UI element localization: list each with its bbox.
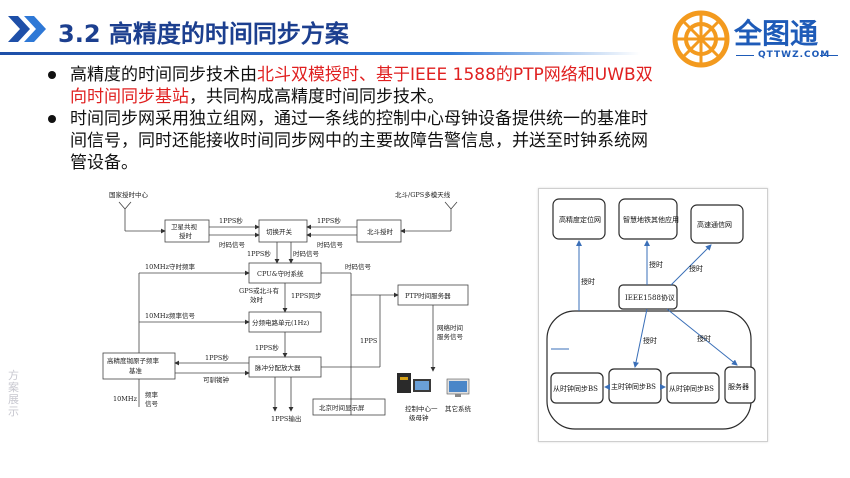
lbl-1pps-d: 1PPS秒 [255,343,279,352]
lbl-1pps-out: 1PPS输出 [271,414,301,423]
switch-box [258,219,308,243]
label-bd-recv: 北斗授时 [367,227,394,236]
box-server [724,366,756,404]
ieee1588-diagram: 高精度定位网 智慧地铁其他应用 高速通信网 IEEE1588协议 从时钟同步BS… [546,198,756,430]
header-divider [0,52,640,55]
logo-domain: QTTWZ.COM [758,50,831,60]
bullet-text-1c: ，共同构成高精度时间同步技术。 [189,87,444,107]
lbl-1pps-sync: 1PPS同步 [291,292,322,300]
box-precise [552,198,606,240]
lbl-freq-1: 频率 [145,390,159,399]
logo-name: 全图通 [734,17,819,50]
lbl-box-server: 服务器 [728,382,749,391]
lbl-1pps-b: 1PPS秒 [317,216,341,225]
label-other: 其它系统 [445,404,472,413]
lbl-time-a: 时码信号 [219,240,246,249]
bullet-item: 时间同步网采用独立组网，通过一条线的控制中心母钟设备提供统一的基准时间信号，同时… [40,108,660,174]
globe-icon [672,10,730,68]
label-center-2: 级母钟 [409,413,429,422]
box-smart [618,198,678,240]
lbl-t4: 授时 [643,336,657,345]
lbl-10m-freq: 10MHz频率信号 [145,311,196,320]
label-cpu: CPU&守时系统 [257,269,304,278]
lbl-net-time-1: 网络时间 [437,323,463,332]
label-center-1: 控制中心一 [405,404,438,413]
bullet-list: 高精度的时间同步技术由北斗双模授时、基于IEEE 1588的PTP网络和UWB双… [40,64,660,174]
label-beijing: 北京时间显示屏 [319,403,365,412]
lbl-10mhz: 10MHz [113,395,138,403]
lbl-1pps-c: 1PPS秒 [247,249,271,258]
bullet-text-1b: 北斗双模授时、基于IEEE 1588的PTP网络和UWB双向时间同步基站 [70,65,653,107]
antenna-right-icon [444,201,458,217]
bullet-text-2: 时间同步网采用独立组网，通过一条线的控制中心母钟设备提供统一的基准时间信号，同时… [70,109,648,173]
lbl-t1: 授时 [581,277,595,286]
lbl-time-b: 时码信号 [317,240,344,249]
lbl-t3: 授时 [689,264,703,273]
box-slave2 [666,372,720,404]
time-sync-block-diagram: 国家授时中心 北斗/GPS多模天线 卫星共视 授时 切换开关 北斗授时 1PPS… [102,190,472,423]
ieee1588-diagram-panel: 高精度定位网 智慧地铁其他应用 高速通信网 IEEE1588协议 从时钟同步BS… [538,188,768,442]
lbl-net-time-2: 服务信号 [437,332,464,341]
label-pulse: 脉冲分配放大器 [255,363,301,372]
label-antenna-right: 北斗/GPS多模天线 [395,190,451,199]
lbl-box-comm: 高速通信网 [697,220,732,229]
label-atomic-1: 高精度铷原子频率 [107,356,160,365]
lbl-box-slave1: 从时钟同步BS [553,384,598,393]
brand-logo: 全图通 QTTWZ.COM [672,10,842,68]
label-ptp: PTP时间服务器 [405,291,451,300]
lbl-box-precise: 高精度定位网 [559,215,601,224]
lbl-time-d: 时码信号 [345,262,372,271]
antenna-left-icon [118,201,132,217]
lbl-box-master: 主时钟同步BS [611,382,656,391]
lbl-box-smart: 智慧地铁其他应用 [623,215,679,224]
bullet-item: 高精度的时间同步技术由北斗双模授时、基于IEEE 1588的PTP网络和UWB双… [40,64,660,108]
label-sat-recv-1: 卫星共视 [171,222,198,231]
lbl-freq-2: 信号 [145,399,159,408]
lbl-gps-valid-2: 效时 [250,295,264,304]
lbl-1pps-f: 1PPS [360,337,377,345]
bullet-dot-icon [48,71,56,79]
slide-header: 3.2 高精度的时间同步方案 [0,0,850,60]
box-comm [690,204,744,244]
logo-rule-left [736,55,754,56]
label-sat-recv-2: 授时 [179,231,193,240]
bullet-dot-icon [48,115,56,123]
lbl-gps-valid-1: GPS或北斗有 [239,286,280,295]
label-atomic-2: 基准 [129,366,143,375]
lbl-1pps-e: 1PPS秒 [205,353,229,362]
lbl-t2: 授时 [649,260,663,269]
side-watermark: 方案展示 [8,369,19,418]
lbl-10m-keep: 10MHz守时频率 [145,262,196,271]
label-divider: 分频电路单元(1Hz) [252,318,310,327]
lbl-box-slave2: 从时钟同步BS [669,384,714,393]
computer-icon [397,373,431,393]
lbl-time-c: 时码信号 [293,249,320,258]
chevron-icon [8,16,46,42]
box-slave1 [550,372,604,404]
bullet-text-1a: 高精度的时间同步技术由 [70,65,257,85]
beijing-box [312,398,386,416]
page-title: 3.2 高精度的时间同步方案 [58,20,349,48]
lbl-1pps-a: 1PPS秒 [219,216,243,225]
label-antenna-left: 国家授时中心 [109,190,149,199]
lbl-t5: 授时 [697,334,711,343]
logo-rule-right [820,55,838,56]
label-switch: 切换开关 [266,227,293,236]
lbl-box-ieee: IEEE1588协议 [625,293,675,302]
box-ieee [618,284,678,310]
monitor-icon [446,378,470,397]
lbl-keep-clock: 可驯铷钟 [203,375,230,384]
